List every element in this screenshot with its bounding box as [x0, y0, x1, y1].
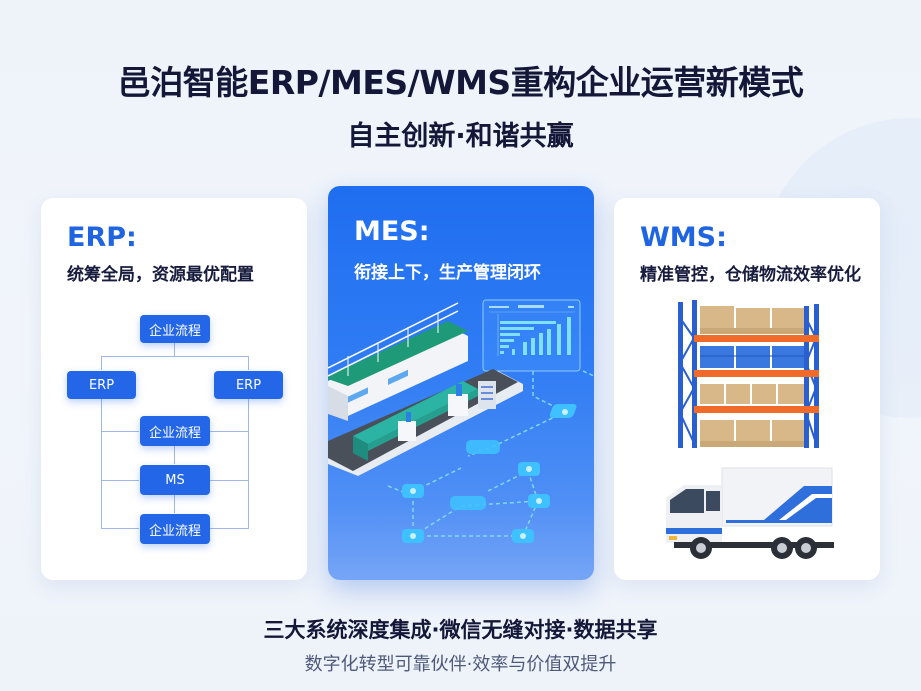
page-subtitle: 自主创新·和谐共赢 — [347, 121, 574, 152]
wms-card: WMS: 精准管控，仓储物流效率优化 — [614, 198, 880, 580]
footer-tagline: 三大系统深度集成·微信无缝对接·数据共享 — [263, 618, 658, 642]
erp-description: 统筹全局，资源最优配置 — [67, 265, 254, 285]
wms-description: 精准管控，仓储物流效率优化 — [640, 265, 861, 285]
dashboard-chart-icon — [482, 299, 581, 372]
diagram-node-mid2: MS — [140, 465, 210, 495]
erp-card: ERP: 统筹全局，资源最优配置 企业流程 ERP ERP 企业流程 MS 企业… — [41, 198, 307, 580]
wms-heading: WMS: — [640, 222, 727, 253]
diagram-node-mid1: 企业流程 — [140, 416, 210, 446]
warehouse-rack-icon — [678, 300, 819, 448]
delivery-truck-icon — [666, 467, 834, 559]
erp-flow-diagram: 企业流程 ERP ERP 企业流程 MS 企业流程 — [41, 198, 307, 580]
diagram-node-top: 企业流程 — [140, 315, 210, 343]
diagram-node-bottom: 企业流程 — [140, 514, 210, 544]
mes-heading: MES: — [354, 216, 430, 247]
mes-description: 衔接上下，生产管理闭环 — [354, 263, 541, 283]
production-line-illustration — [328, 299, 594, 543]
diagram-node-erp-right: ERP — [214, 371, 283, 399]
diagram-node-erp-left: ERP — [67, 371, 136, 399]
warehouse-illustration — [666, 300, 834, 559]
mes-card: MES: 衔接上下，生产管理闭环 — [328, 186, 594, 580]
page-title: 邑泊智能ERP/MES/WMS重构企业运营新模式 — [117, 63, 804, 102]
footer-subtagline: 数字化转型可靠伙伴·效率与价值双提升 — [304, 654, 617, 675]
erp-heading: ERP: — [67, 222, 137, 253]
network-nodes — [402, 404, 577, 543]
